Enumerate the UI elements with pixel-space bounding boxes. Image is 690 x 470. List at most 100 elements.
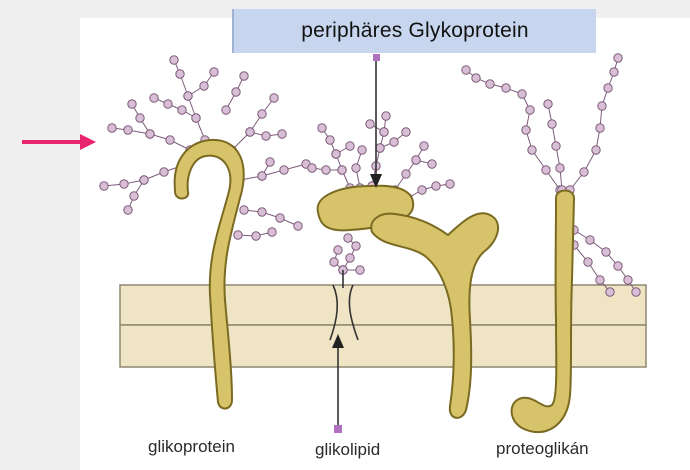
- sugar-bead: [108, 124, 116, 132]
- sugar-bead: [258, 208, 266, 216]
- sugar-bead: [276, 214, 284, 222]
- sugar-bead: [418, 186, 426, 194]
- sugar-bead: [352, 242, 360, 250]
- sugar-bead: [176, 70, 184, 78]
- sugar-bead: [150, 94, 158, 102]
- sugar-bead: [240, 206, 248, 214]
- sugar-bead: [346, 142, 354, 150]
- sugar-bead: [428, 160, 436, 168]
- sugar-bead: [246, 128, 254, 136]
- sugar-bead: [518, 90, 526, 98]
- sugar-bead: [178, 106, 186, 114]
- sugar-bead: [624, 276, 632, 284]
- sugar-bead: [222, 106, 230, 114]
- sugar-bead: [280, 166, 288, 174]
- sugar-bead: [598, 102, 606, 110]
- sugar-bead: [614, 262, 622, 270]
- sugar-bead: [486, 80, 494, 88]
- sugar-bead: [140, 176, 148, 184]
- sugar-bead: [232, 88, 240, 96]
- sugar-bead: [330, 258, 338, 266]
- sugar-bead: [240, 72, 248, 80]
- sugar-bead: [128, 100, 136, 108]
- sugar-bead: [596, 124, 604, 132]
- sugar-bead: [632, 288, 640, 296]
- sugar-bead: [548, 120, 556, 128]
- sugar-bead: [596, 276, 604, 284]
- sugar-bead: [528, 146, 536, 154]
- sugar-bead: [462, 66, 470, 74]
- sugar-bead: [146, 130, 154, 138]
- sugar-bead: [200, 82, 208, 90]
- sugar-bead: [294, 222, 302, 230]
- callout-label: periphäres Glykoprotein: [232, 9, 596, 53]
- sugar-bead: [262, 132, 270, 140]
- sugar-bead: [610, 68, 618, 76]
- sugar-bead: [380, 128, 388, 136]
- sugar-bead: [258, 172, 266, 180]
- sugar-bead: [604, 84, 612, 92]
- sugar-bead: [402, 128, 410, 136]
- sugar-bead: [352, 164, 360, 172]
- sugar-bead: [210, 68, 218, 76]
- sugar-bead: [268, 228, 276, 236]
- sugar-bead: [356, 266, 364, 274]
- sugar-bead: [100, 182, 108, 190]
- sugar-bead: [580, 168, 588, 176]
- sugar-bead: [192, 114, 200, 122]
- sugar-bead: [602, 248, 610, 256]
- sugar-bead: [338, 166, 346, 174]
- sugar-bead: [308, 164, 316, 172]
- sugar-bead: [446, 180, 454, 188]
- caption-glycoprotein: glikoprotein: [148, 437, 235, 457]
- sugar-bead: [412, 156, 420, 164]
- sugar-bead: [124, 126, 132, 134]
- sugar-bead: [334, 246, 342, 254]
- sugar-bead: [120, 180, 128, 188]
- sugar-bead: [332, 150, 340, 158]
- sugar-bead: [376, 144, 384, 152]
- sugar-bead: [184, 92, 192, 100]
- caption-proteoglycan: proteoglikán: [496, 439, 589, 459]
- sugar-bead: [266, 158, 274, 166]
- sugar-bead: [592, 146, 600, 154]
- sugar-bead: [166, 136, 174, 144]
- sugar-bead: [278, 130, 286, 138]
- sugar-bead: [366, 120, 374, 128]
- sugar-bead: [526, 106, 534, 114]
- sugar-bead: [390, 138, 398, 146]
- sugar-bead: [584, 258, 592, 266]
- sugar-bead: [614, 54, 622, 62]
- sugar-bead: [402, 170, 410, 178]
- sugar-bead: [472, 74, 480, 82]
- sugar-bead: [420, 142, 428, 150]
- sugar-bead: [160, 168, 168, 176]
- sugar-bead: [322, 166, 330, 174]
- sugar-bead: [170, 56, 178, 64]
- sugar-bead: [432, 182, 440, 190]
- sugar-bead: [258, 110, 266, 118]
- sugar-bead: [542, 166, 550, 174]
- sugar-bead: [318, 124, 326, 132]
- sugar-bead: [606, 288, 614, 296]
- sugar-bead: [344, 234, 352, 242]
- sugar-bead: [164, 100, 172, 108]
- sugar-bead: [358, 146, 366, 154]
- figure-panel: [80, 18, 690, 470]
- sugar-bead: [124, 206, 132, 214]
- sugar-bead: [382, 112, 390, 120]
- sugar-bead: [326, 136, 334, 144]
- sugar-bead: [346, 254, 354, 262]
- sugar-bead: [556, 164, 564, 172]
- sugar-bead: [586, 236, 594, 244]
- sugar-bead: [130, 192, 138, 200]
- sugar-bead: [522, 126, 530, 134]
- sugar-bead: [502, 84, 510, 92]
- sugar-bead: [234, 231, 242, 239]
- sugar-bead: [136, 114, 144, 122]
- caption-glycolipid: glikolipid: [315, 440, 380, 460]
- sugar-bead: [552, 142, 560, 150]
- sugar-bead: [270, 94, 278, 102]
- sugar-bead: [252, 232, 260, 240]
